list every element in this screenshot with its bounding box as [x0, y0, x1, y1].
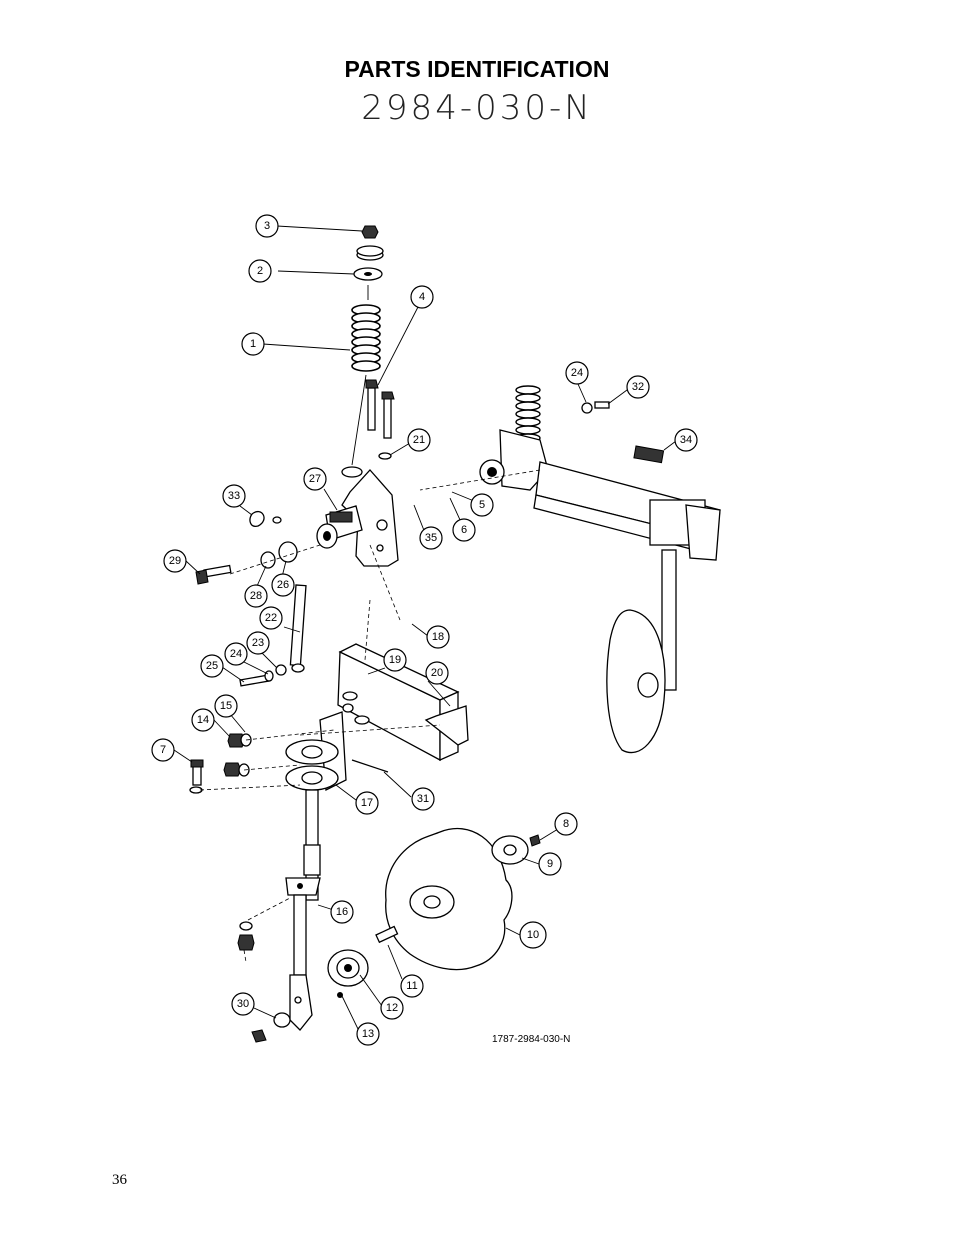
- svg-text:5: 5: [479, 499, 485, 511]
- svg-text:12: 12: [386, 1002, 398, 1014]
- svg-text:4: 4: [419, 291, 425, 303]
- svg-text:7: 7: [160, 744, 166, 756]
- callout-27: 27: [303, 467, 327, 491]
- svg-text:24: 24: [571, 367, 583, 379]
- pivot-hardware: [195, 511, 321, 585]
- callout-14: 14: [191, 708, 215, 732]
- svg-text:6: 6: [461, 524, 467, 536]
- bolts-upper: [341, 379, 395, 478]
- svg-text:20: 20: [431, 667, 443, 679]
- callout-24-lower: 24: [224, 642, 248, 666]
- callout-31: 31: [411, 787, 435, 811]
- callout-1: 1: [241, 332, 265, 356]
- svg-text:34: 34: [680, 434, 692, 446]
- callout-28: 28: [244, 584, 268, 608]
- callout-11: 11: [400, 974, 424, 998]
- callout-13: 13: [356, 1022, 380, 1046]
- svg-text:26: 26: [277, 579, 289, 591]
- svg-text:22: 22: [265, 612, 277, 624]
- callout-33: 33: [222, 484, 246, 508]
- drawing-number: 2984-030-N: [361, 88, 593, 128]
- svg-text:33: 33: [228, 490, 240, 502]
- callout-20: 20: [425, 661, 449, 685]
- callout-15: 15: [214, 694, 238, 718]
- callout-7: 7: [151, 738, 175, 762]
- svg-text:25: 25: [206, 660, 218, 672]
- svg-text:18: 18: [432, 631, 444, 643]
- callout-leaders: [173, 225, 677, 1030]
- callout-19: 19: [383, 648, 407, 672]
- swivel-bracket: [189, 711, 441, 794]
- beam-assembly: [337, 599, 469, 762]
- pivot-bracket: [316, 469, 401, 621]
- page-number: 36: [112, 1172, 127, 1188]
- rod-assembly: [239, 584, 307, 687]
- svg-text:31: 31: [417, 793, 429, 805]
- svg-text:10: 10: [527, 929, 539, 941]
- callout-5: 5: [470, 493, 494, 517]
- svg-text:8: 8: [563, 818, 569, 830]
- callout-18: 18: [426, 625, 450, 649]
- page-title: PARTS IDENTIFICATION: [344, 56, 610, 82]
- disc-blade: [327, 827, 541, 998]
- svg-text:19: 19: [389, 654, 401, 666]
- shank: [237, 789, 321, 1043]
- svg-text:24: 24: [230, 648, 242, 660]
- callout-3: 3: [255, 214, 279, 238]
- svg-text:30: 30: [237, 998, 249, 1010]
- callout-12: 12: [380, 996, 404, 1020]
- svg-text:15: 15: [220, 700, 232, 712]
- callout-10: 10: [519, 921, 547, 949]
- callout-29: 29: [163, 549, 187, 573]
- svg-text:9: 9: [547, 858, 553, 870]
- svg-text:21: 21: [413, 434, 425, 446]
- svg-text:32: 32: [632, 381, 644, 393]
- svg-text:28: 28: [250, 590, 262, 602]
- callout-4: 4: [410, 285, 434, 309]
- svg-text:2: 2: [257, 265, 263, 277]
- callout-22: 22: [259, 606, 283, 630]
- assembled-view: [419, 385, 721, 754]
- svg-text:23: 23: [252, 637, 264, 649]
- drawing-reference: 1787-2984-030-N: [492, 1034, 570, 1045]
- callout-17: 17: [355, 791, 379, 815]
- callout-6: 6: [452, 518, 476, 542]
- spring-assembly: [351, 225, 384, 466]
- svg-text:35: 35: [425, 532, 437, 544]
- callout-23: 23: [246, 631, 270, 655]
- callout-21: 21: [407, 428, 431, 452]
- callout-34: 34: [674, 428, 698, 452]
- svg-text:11: 11: [406, 980, 417, 992]
- callout-24-upper: 24: [565, 361, 589, 385]
- callout-30: 30: [231, 992, 255, 1016]
- callout-9: 9: [538, 852, 562, 876]
- svg-text:16: 16: [336, 906, 348, 918]
- callout-2: 2: [248, 259, 272, 283]
- svg-text:3: 3: [264, 220, 270, 232]
- callout-26: 26: [271, 573, 295, 597]
- callout-35: 35: [419, 526, 443, 550]
- svg-text:14: 14: [197, 714, 209, 726]
- callout-32: 32: [626, 375, 650, 399]
- svg-text:29: 29: [169, 555, 181, 567]
- svg-text:1: 1: [250, 338, 256, 350]
- callout-16: 16: [330, 900, 354, 924]
- svg-text:27: 27: [309, 473, 321, 485]
- svg-text:13: 13: [362, 1028, 374, 1040]
- callout-8: 8: [554, 812, 578, 836]
- callout-25: 25: [200, 654, 224, 678]
- svg-text:17: 17: [361, 797, 373, 809]
